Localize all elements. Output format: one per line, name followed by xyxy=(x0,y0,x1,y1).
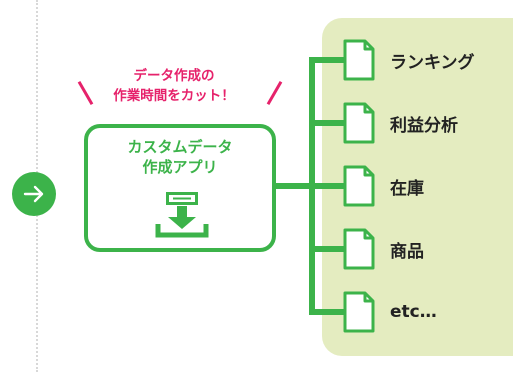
app-title-line-1: カスタムデータ xyxy=(127,138,233,156)
app-title: カスタムデータ 作成アプリ xyxy=(88,137,272,177)
output-item-label: 在庫 xyxy=(390,178,424,199)
output-item-etc: etc… xyxy=(342,289,513,335)
output-item-label: 利益分析 xyxy=(390,115,458,136)
connector-branch-5 xyxy=(309,309,345,315)
output-item-label: 商品 xyxy=(390,241,424,262)
output-item-profit-analysis: 利益分析 xyxy=(342,100,513,146)
document-icon xyxy=(343,102,375,144)
document-icon xyxy=(343,39,375,81)
connector-branch-2 xyxy=(309,120,345,126)
output-item-inventory: 在庫 xyxy=(342,163,513,209)
download-tray-icon xyxy=(154,190,210,246)
document-icon xyxy=(343,228,375,270)
callout-line-2: 作業時間をカット！ xyxy=(113,88,235,104)
output-item-label: ランキング xyxy=(390,52,475,73)
connector-horizontal xyxy=(276,183,312,189)
output-item-ranking: ランキング xyxy=(342,37,513,83)
connector-branch-3 xyxy=(309,183,345,189)
output-item-products: 商品 xyxy=(342,226,513,272)
custom-data-app-box: カスタムデータ 作成アプリ xyxy=(84,124,276,252)
callout: データ作成の 作業時間をカット！ xyxy=(64,66,284,106)
connector-branch-1 xyxy=(309,57,345,63)
document-icon xyxy=(343,291,375,333)
connector-branch-4 xyxy=(309,246,345,252)
document-icon xyxy=(343,165,375,207)
output-item-label: etc… xyxy=(390,302,437,322)
arrow-right-icon xyxy=(12,172,56,216)
callout-line-1: データ作成の xyxy=(133,68,215,84)
app-title-line-2: 作成アプリ xyxy=(142,158,218,176)
